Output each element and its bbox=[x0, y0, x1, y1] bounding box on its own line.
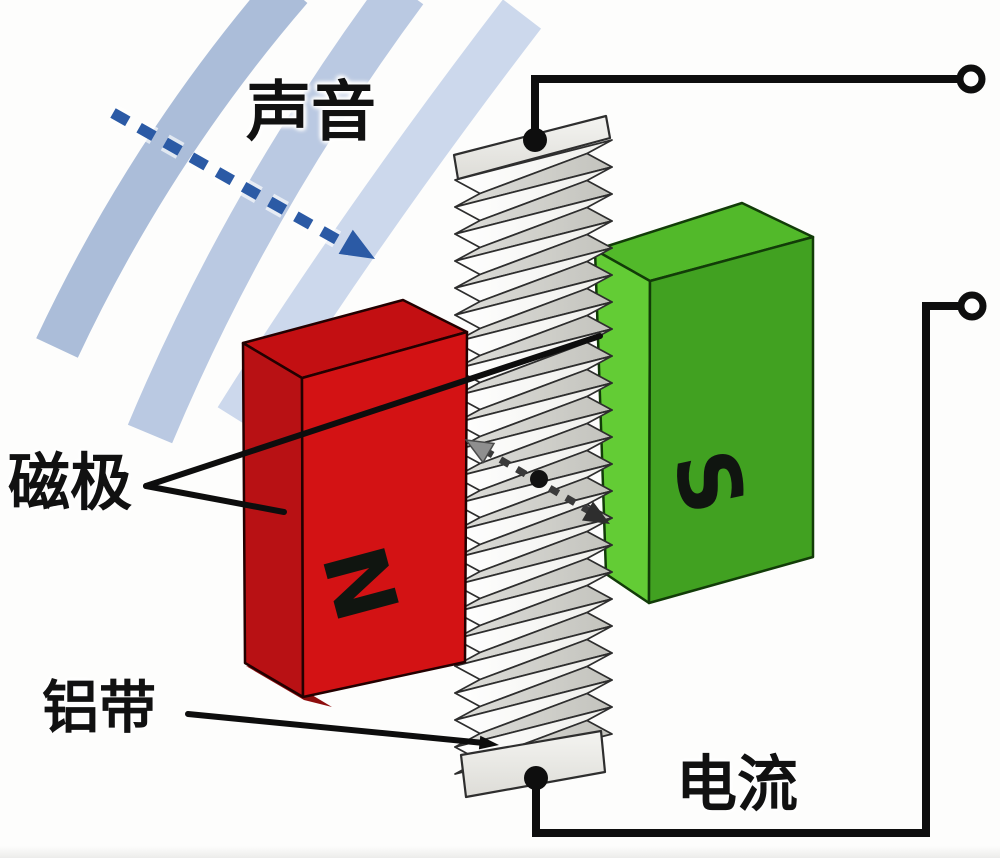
ribbon-bottom-tab bbox=[459, 729, 607, 799]
sound-direction-arrow-icon bbox=[108, 105, 375, 259]
pointer-line-ribbon-tip bbox=[478, 735, 499, 750]
sound-label: 声音 bbox=[246, 75, 377, 150]
vibration-arrow-icon bbox=[464, 439, 610, 524]
sound-arrow-head bbox=[338, 229, 375, 259]
label-pointer-lines bbox=[143, 333, 603, 750]
aluminum-ribbon-label: 铝带 bbox=[42, 675, 156, 741]
circuit-wires bbox=[523, 64, 987, 837]
ribbon-bottom-solder-dot bbox=[524, 766, 548, 790]
bottom-wire bbox=[532, 302, 959, 837]
vibration-arrow-head-right bbox=[582, 501, 610, 524]
south-pole-letter: S bbox=[652, 441, 764, 523]
pointer-line-ribbon bbox=[185, 711, 487, 746]
left-magnet-side-face bbox=[241, 341, 305, 699]
aluminum-ribbon bbox=[452, 114, 613, 799]
ribbon-pleats bbox=[454, 139, 613, 775]
sound-arrow-dashes bbox=[110, 108, 355, 253]
vibration-arrow-dot bbox=[530, 470, 548, 488]
sound-wave-arc bbox=[36, 0, 308, 358]
vibration-arrow-head-left bbox=[464, 439, 496, 464]
magnetic-pole-label: 磁极 bbox=[8, 446, 133, 519]
current-label: 电流 bbox=[676, 749, 799, 820]
ribbon-top-solder-dot bbox=[523, 128, 547, 152]
sound-wave-arc bbox=[127, 0, 424, 444]
right-magnet bbox=[593, 201, 815, 605]
pointer-line-pole-right bbox=[143, 333, 603, 489]
right-magnet-front-face bbox=[647, 235, 815, 605]
terminal-circle-top bbox=[956, 64, 986, 94]
top-wire bbox=[531, 75, 958, 140]
pointer-line-pole-left bbox=[143, 483, 287, 515]
terminal-circle-right bbox=[957, 291, 987, 321]
bottom-edge-shading bbox=[0, 846, 1000, 858]
